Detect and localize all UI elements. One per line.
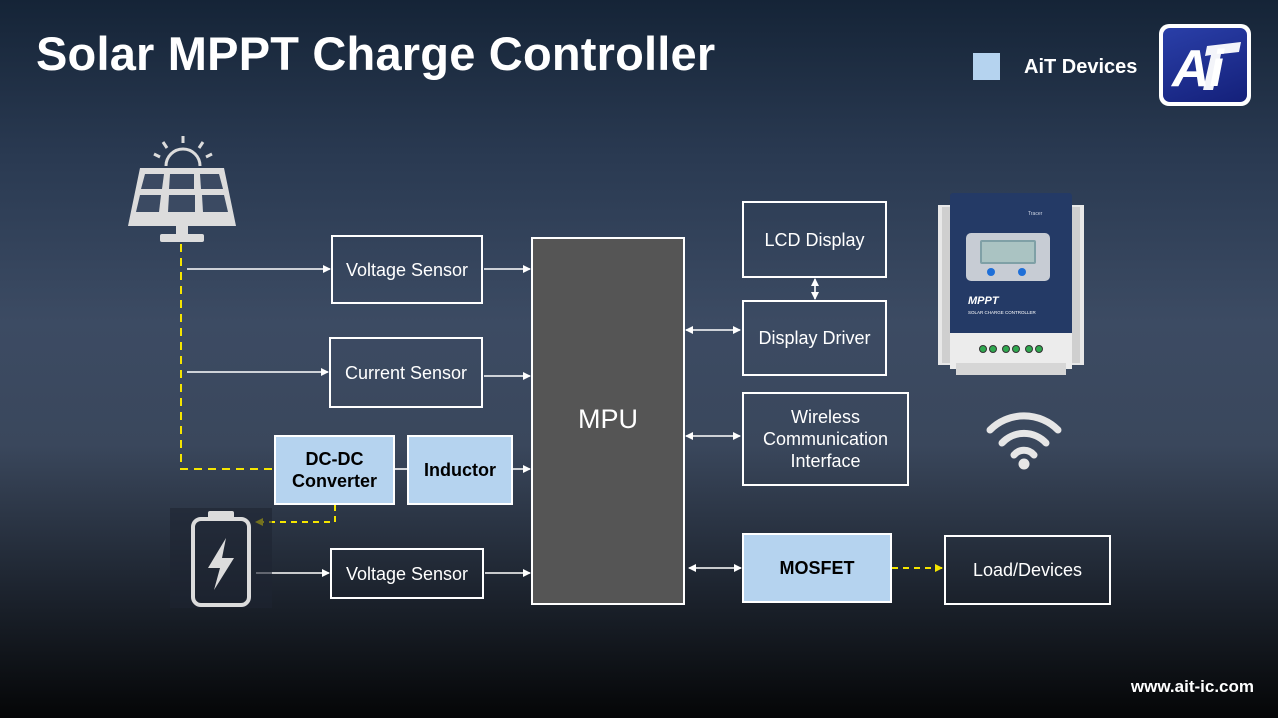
load-devices-label: Load/Devices xyxy=(972,560,1083,580)
device-brand: Tracer xyxy=(1028,211,1043,217)
wireless-line1: Wireless xyxy=(790,407,860,427)
current-sensor-label: Current Sensor xyxy=(344,362,468,383)
solar-panel-icon xyxy=(128,136,236,242)
inductor-label: Inductor xyxy=(424,460,496,480)
battery-icon xyxy=(170,508,272,608)
display-driver-block: Display Driver xyxy=(742,300,887,376)
device-label: MPPT xyxy=(968,295,1000,307)
wifi-icon xyxy=(986,412,1062,470)
device-sub-label: SOLAR CHARGE CONTROLLER xyxy=(968,310,1037,315)
mpu-block: MPU xyxy=(531,237,685,605)
voltage-sensor-battery-block: Voltage Sensor xyxy=(330,548,484,599)
voltage-sensor-battery-label: Voltage Sensor xyxy=(345,563,469,584)
ait-logo-icon: Ai xyxy=(1159,24,1251,106)
load-devices-block: Load/Devices xyxy=(944,535,1111,605)
wireless-line2: Communication xyxy=(762,429,889,449)
lcd-display-label: LCD Display xyxy=(764,229,865,250)
dcdc-converter-line2: Converter xyxy=(291,471,378,491)
current-sensor-block: Current Sensor xyxy=(329,337,483,408)
voltage-sensor-solar-label: Voltage Sensor xyxy=(345,259,469,280)
inductor-block: Inductor xyxy=(407,435,513,505)
lcd-display-block: LCD Display xyxy=(742,201,887,278)
mppt-controller-picture: Tracer MPPT SOLAR CHARGE CONTROLLER xyxy=(938,193,1084,375)
dcdc-converter-line1: DC-DC xyxy=(305,449,364,469)
legend-label: AiT Devices xyxy=(1024,56,1138,78)
wireless-interface-block: Wireless Communication Interface xyxy=(742,392,909,486)
legend-swatch xyxy=(973,53,1000,80)
dcdc-converter-block: DC-DC Converter xyxy=(274,435,395,505)
page-title: Solar MPPT Charge Controller xyxy=(36,27,716,80)
voltage-sensor-solar-block: Voltage Sensor xyxy=(331,235,483,304)
mosfet-block: MOSFET xyxy=(742,533,892,603)
mosfet-label: MOSFET xyxy=(779,558,855,578)
display-driver-label: Display Driver xyxy=(758,328,871,348)
wireless-line3: Interface xyxy=(790,451,861,471)
footer-url[interactable]: www.ait-ic.com xyxy=(1130,677,1254,696)
mpu-label: MPU xyxy=(578,404,638,434)
